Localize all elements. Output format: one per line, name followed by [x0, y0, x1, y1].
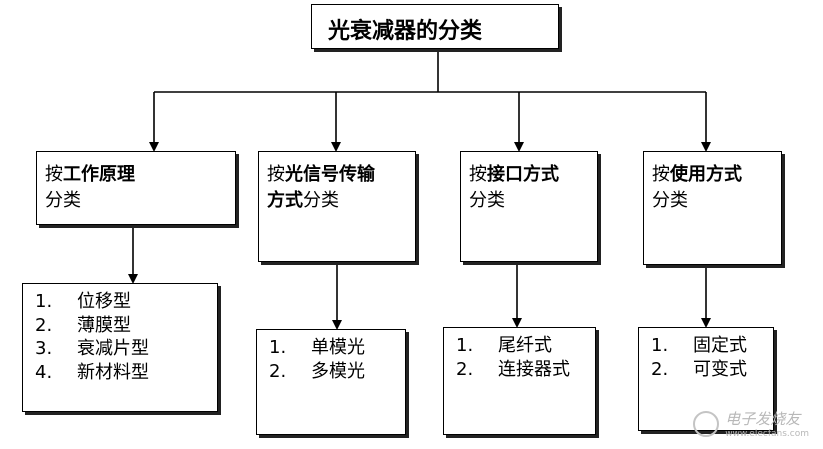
category-prefix: 按 [652, 164, 670, 185]
category-node-1: 按工作原理 分类 [36, 151, 236, 225]
item-number: 1. [651, 335, 669, 356]
item-label: 尾纤式 [498, 335, 552, 356]
list-item: 2. 薄膜型 [35, 314, 217, 338]
watermark-logo-icon [693, 410, 720, 437]
category-suffix: 分类 [45, 190, 81, 211]
category-prefix: 按 [267, 164, 285, 185]
watermark: 电子发烧友 www.elecfans.com [693, 408, 809, 439]
item-number: 2. [269, 360, 287, 382]
category-title-cont: 方式 [267, 190, 303, 211]
category-prefix: 按 [45, 164, 63, 185]
item-number: 1. [456, 335, 474, 356]
item-label: 薄膜型 [77, 314, 131, 336]
root-node: 光衰减器的分类 [311, 4, 559, 49]
list-item: 2. 多模光 [269, 360, 405, 384]
item-label: 位移型 [77, 291, 131, 312]
category-node-2: 按光信号传输 方式分类 [258, 151, 416, 262]
list-item: 1. 尾纤式 [456, 334, 595, 358]
list-node-3: 1. 尾纤式 2. 连接器式 [443, 327, 596, 435]
item-number: 1. [35, 291, 53, 312]
item-label: 可变式 [693, 358, 747, 380]
category-title: 接口方式 [487, 164, 559, 185]
category-title: 使用方式 [670, 164, 742, 185]
item-label: 多模光 [311, 360, 365, 382]
category-node-4: 按使用方式 分类 [643, 151, 782, 265]
list-item: 2. 连接器式 [456, 358, 595, 382]
item-label: 衰减片型 [77, 338, 149, 359]
item-number: 2. [456, 358, 474, 380]
list-item: 2. 可变式 [651, 358, 773, 382]
item-number: 3. [35, 338, 53, 359]
watermark-text: 电子发烧友 [725, 410, 801, 428]
category-title: 工作原理 [63, 164, 135, 185]
list-node-1: 1. 位移型 2. 薄膜型 3. 衰减片型 4. 新材料型 [22, 283, 218, 412]
category-suffix: 分类 [652, 190, 688, 211]
item-label: 连接器式 [498, 358, 570, 380]
item-number: 2. [651, 358, 669, 380]
watermark-url: www.elecfans.com [725, 429, 809, 439]
category-node-3: 按接口方式 分类 [460, 151, 598, 262]
list-item: 4. 新材料型 [35, 361, 217, 385]
item-number: 2. [35, 314, 53, 336]
item-label: 单模光 [311, 337, 365, 358]
list-item: 1. 固定式 [651, 334, 773, 358]
list-node-2: 1. 单模光 2. 多模光 [256, 329, 406, 435]
list-item: 1. 位移型 [35, 290, 217, 314]
list-item: 3. 衰减片型 [35, 337, 217, 361]
category-suffix: 分类 [469, 190, 505, 211]
list-item: 1. 单模光 [269, 336, 405, 360]
category-suffix: 分类 [303, 190, 339, 211]
root-title: 光衰减器的分类 [328, 19, 483, 44]
item-number: 1. [269, 337, 287, 358]
category-title: 光信号传输 [285, 164, 375, 185]
item-label: 新材料型 [77, 361, 149, 383]
item-label: 固定式 [693, 335, 747, 356]
item-number: 4. [35, 361, 53, 383]
category-prefix: 按 [469, 164, 487, 185]
